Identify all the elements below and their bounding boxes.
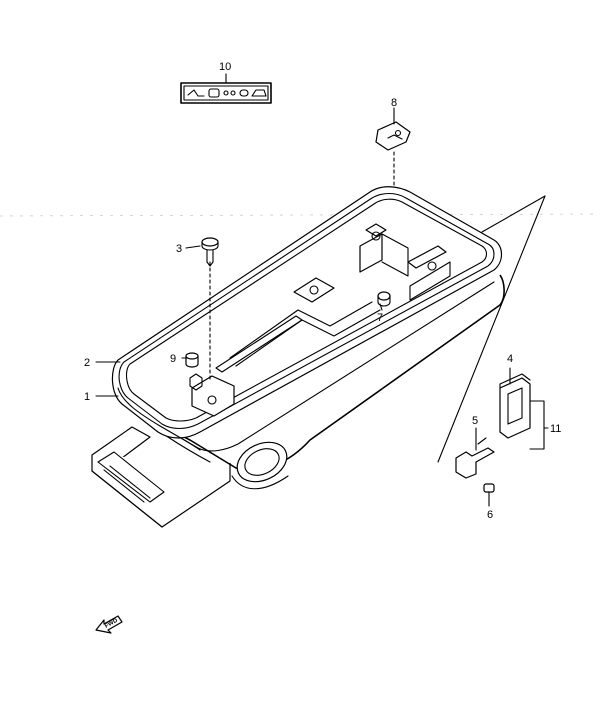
callout-9: 9 [170,353,176,365]
explode-lines [437,195,546,463]
callout-4: 4 [507,353,513,365]
callout-7: 7 [377,312,383,324]
callout-5: 5 [472,415,478,427]
callout-6: 6 [487,509,493,521]
decal-part [180,73,272,104]
fwd-arrow: FWD [95,615,123,634]
leader-lines [95,245,383,397]
callout-10: 10 [219,61,231,73]
bracket-part [499,367,549,450]
callout-3: 3 [176,243,182,255]
callout-8: 8 [391,97,397,109]
pan-rim [111,186,503,452]
plate-part [455,427,495,479]
callout-11: 11 [550,423,561,435]
callout-2: 2 [84,357,90,369]
callout-1: 1 [84,391,90,403]
screw-part-6 [483,483,495,507]
pan-inner-structure [185,223,451,417]
screw-part-3 [201,237,219,267]
scan-artifact-line [0,213,600,217]
